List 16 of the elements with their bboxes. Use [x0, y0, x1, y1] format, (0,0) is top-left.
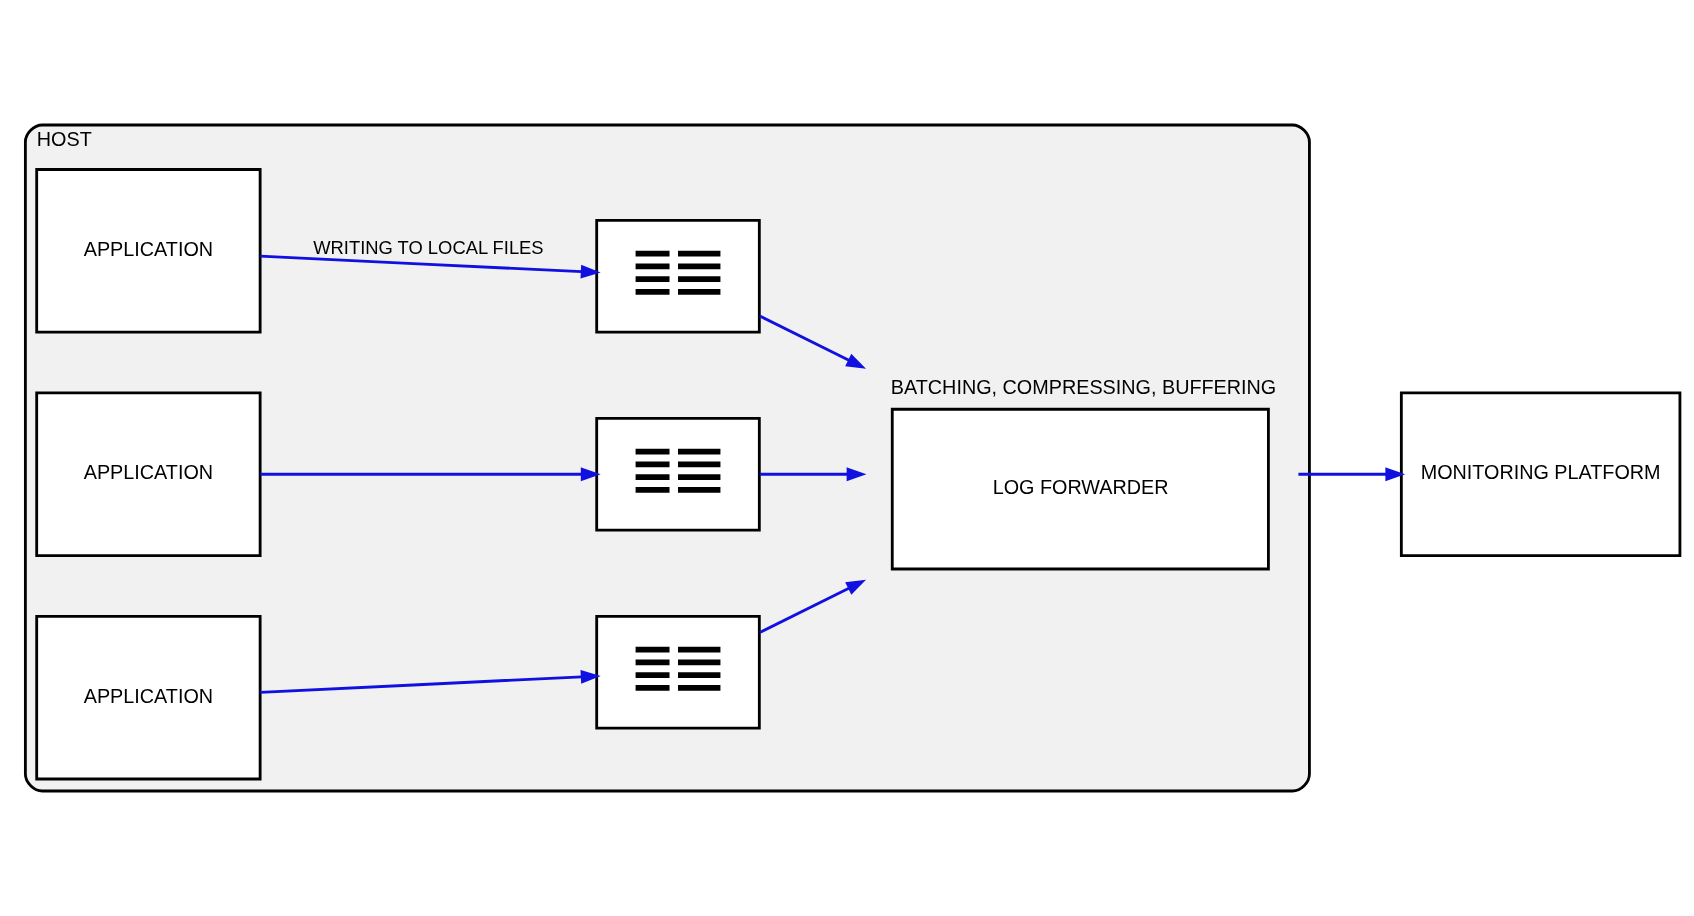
node-box: APPLICATION [35, 391, 262, 557]
node-document [595, 614, 761, 730]
node-document [595, 417, 761, 532]
arrow [260, 254, 601, 279]
arrow [759, 314, 867, 369]
node-box: APPLICATION [35, 168, 262, 334]
arrow [759, 579, 867, 634]
node-box: APPLICATION [35, 614, 262, 781]
node-box: MONITORING PLATFORM [1399, 391, 1682, 557]
node-document [595, 219, 761, 334]
edge-label: WRITING TO LOCAL FILES [313, 237, 544, 259]
arrow [1298, 467, 1406, 482]
arrow [260, 669, 601, 694]
arrow [260, 467, 601, 482]
arrow [759, 467, 867, 482]
node-label: BATCHING, COMPRESSING, BUFFERING [890, 375, 1277, 398]
